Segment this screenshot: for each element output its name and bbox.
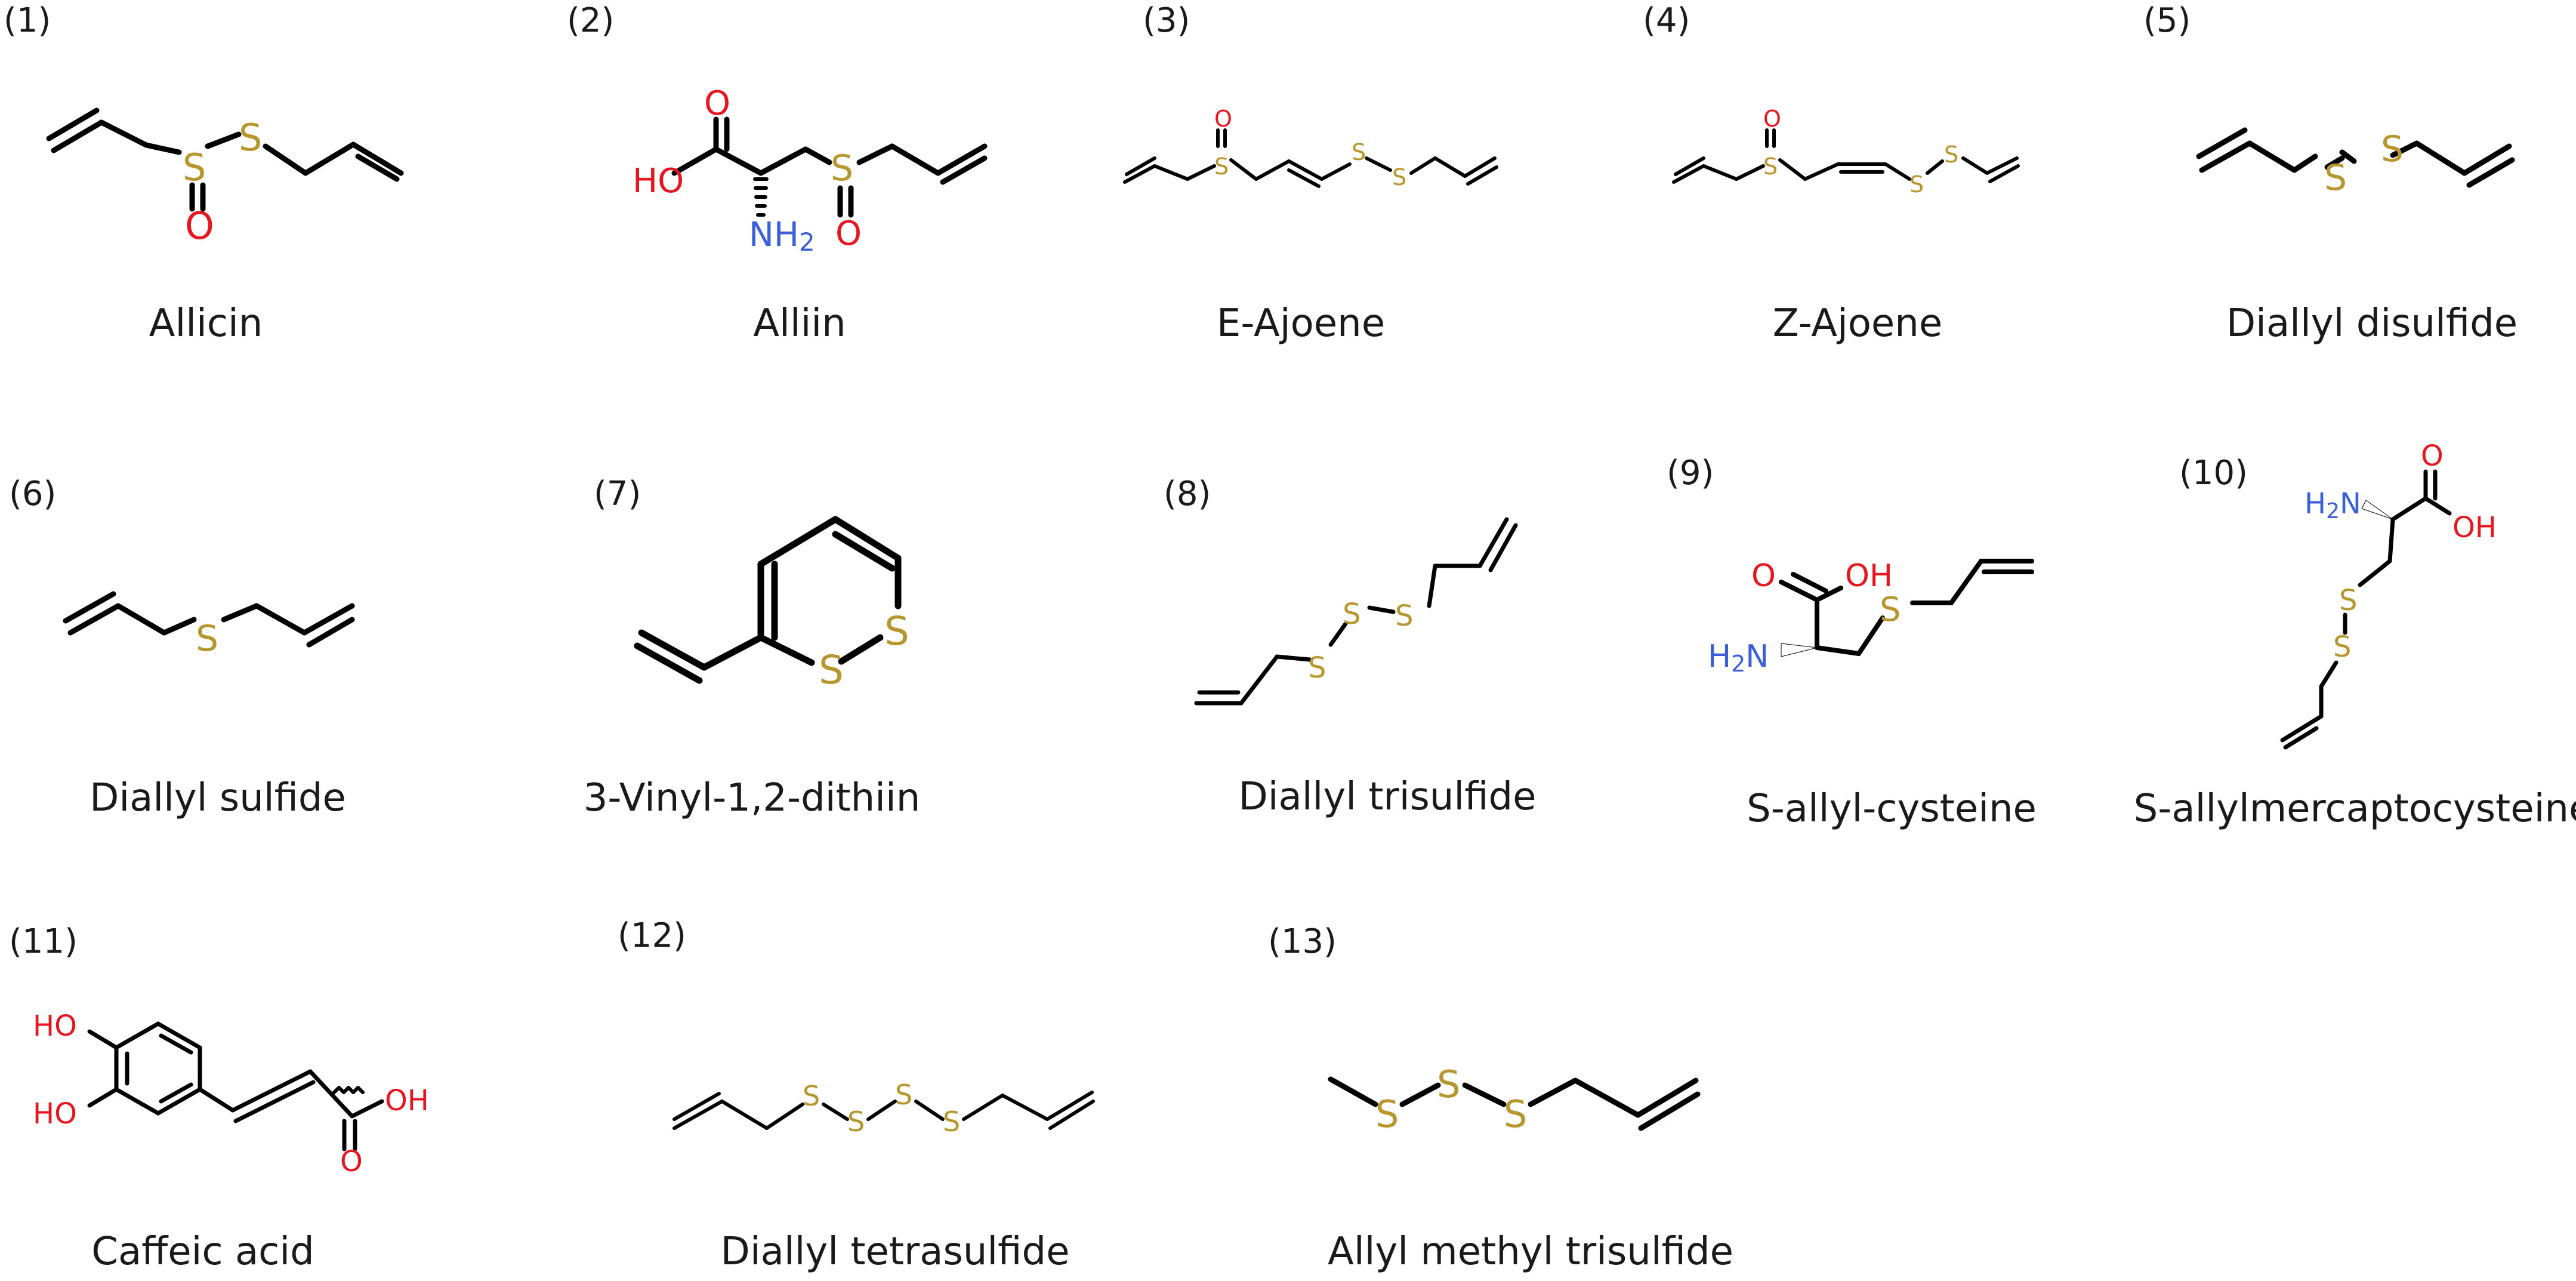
s-allylmercaptocysteine-structure: H2N O OH S S [2280,439,2497,750]
amino-group: NH2 [749,215,815,257]
sulfur-atom: S [1763,153,1778,180]
compound-number: (10) [2179,454,2248,492]
sulfur-atom: S [239,116,262,159]
hydroxyl-group: HO [633,162,684,201]
oxygen-atom: O [1751,558,1776,594]
compound-number: (12) [618,916,686,955]
diallyl-disulfide-structure: S S [2196,127,2515,199]
sulfur-atom: S [2381,128,2404,170]
sulfur-atom: S [1395,599,1413,633]
compound-name: 3-Vinyl-1,2-dithiin [583,776,921,820]
compound-number: (9) [1667,454,1714,492]
amino-group: H2N [2304,487,2361,524]
sulfur-atom: S [1880,590,1901,629]
oxygen-atom: O [1214,106,1232,132]
compound-number: (3) [1143,1,1190,40]
alliin-structure: HO O S O NH2 [633,84,988,257]
sulfur-atom: S [1392,164,1406,190]
compound-name: S-allylmercaptocysteine [2133,787,2576,831]
sulfur-atom: S [2339,584,2357,617]
amino-group: H2N [1708,639,1769,677]
sulfur-atom: S [1214,153,1229,180]
sulfur-atom: S [1504,1092,1527,1136]
compound-number: (13) [1268,922,1337,961]
sulfur-atom: S [1909,171,1924,198]
sulfur-atom: S [895,1079,912,1111]
sulfur-atom: S [884,608,909,654]
diallyl-tetrasulfide-structure: S S S S [672,1079,1095,1138]
sulfur-atom: S [183,146,206,189]
oxygen-atom: O [2421,439,2444,473]
compound-number: (5) [2143,1,2191,40]
compound-name: S-allyl-cysteine [1747,787,2037,831]
oxygen-atom: O [1763,106,1781,132]
compound-number: (11) [9,922,78,961]
e-ajoene-structure: S O S S [1123,106,1498,190]
sulfur-atom: S [803,1080,820,1112]
s-allyl-cysteine-structure: O OH S H2N [1708,558,2034,677]
diallyl-sulfide-structure: S [63,591,355,660]
oxygen-atom: O [185,204,214,248]
vinyl-dithiin-structure: S S [634,516,909,693]
sulfur-atom: S [1308,651,1326,685]
sulfur-atom: S [847,1106,865,1138]
oxygen-atom: O [835,214,862,253]
hydroxyl-group: OH [2452,511,2497,544]
compound-number: (1) [4,1,51,40]
compound-name: Allicin [149,301,263,346]
compound-name: Caffeic acid [91,1230,314,1274]
sulfur-atom: S [831,147,853,189]
hydroxyl-group: HO [33,1097,77,1131]
compound-name: E-Ajoene [1216,301,1386,346]
sulfur-atom: S [1375,1092,1399,1136]
compound-name: Z-Ajoene [1772,301,1943,346]
compound-number: (4) [1643,1,1690,40]
compound-number: (6) [9,475,57,513]
compound-number: (2) [567,1,615,40]
sulfur-atom: S [196,618,218,660]
sulfur-atom: S [1437,1063,1460,1106]
allyl-methyl-trisulfide-structure: S S S [1328,1063,1701,1136]
oxygen-atom: O [704,84,730,123]
sulfur-atom: S [1343,598,1361,631]
allicin-structure: S S O [46,107,404,248]
sulfur-atom: S [943,1106,960,1138]
compound-number: (7) [594,475,641,513]
sulfur-atom: S [1944,141,1958,168]
hydroxyl-group: OH [385,1084,429,1117]
compound-name: Allyl methyl trisulfide [1328,1230,1733,1274]
diallyl-trisulfide-structure: S S S [1194,517,1518,706]
compound-name: Diallyl tetrasulfide [720,1230,1070,1274]
compound-name: Alliin [753,301,846,346]
compound-name: Diallyl disulfide [2226,301,2518,346]
compound-name: Diallyl trisulfide [1238,775,1537,819]
hydroxyl-group: OH [1845,558,1893,594]
oxygen-atom: O [340,1145,363,1178]
caffeic-acid-structure: HO HO OH O [33,1009,429,1178]
z-ajoene-structure: S O S S [1672,106,2020,198]
sulfur-atom: S [1352,139,1366,165]
compound-number: (8) [1164,475,1211,513]
compound-name: Diallyl sulfide [90,776,346,820]
hydroxyl-group: HO [33,1009,77,1043]
sulfur-atom: S [2324,157,2347,199]
sulfur-atom: S [819,647,844,693]
sulfur-atom: S [2333,630,2351,664]
